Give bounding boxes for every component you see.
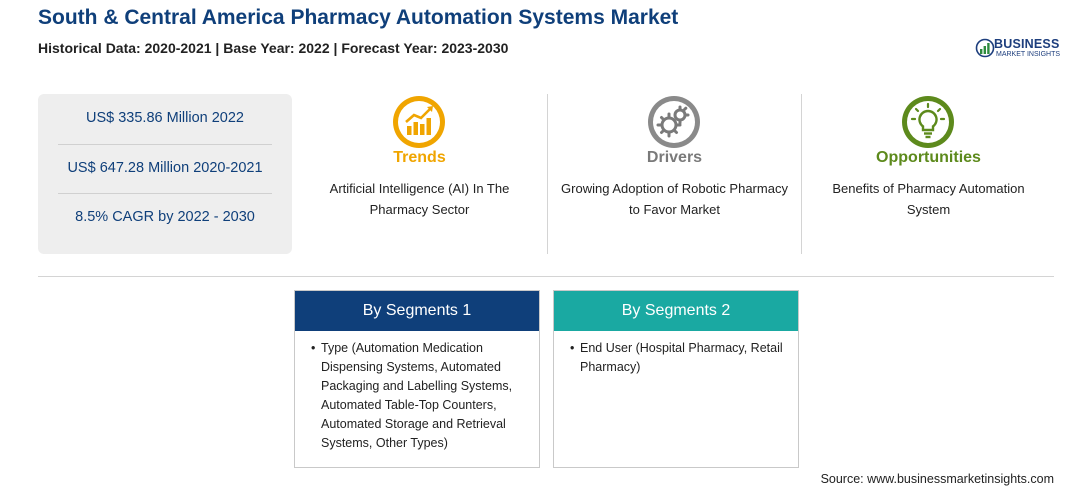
column-divider <box>801 94 802 254</box>
brand-logo: BUSINESS MARKET INSIGHTS <box>975 36 1061 62</box>
segment-1-heading: By Segments 1 <box>295 291 539 331</box>
page-subtitle: Historical Data: 2020-2021 | Base Year: … <box>38 40 509 56</box>
stat-divider <box>58 144 272 145</box>
segment-card-2: By Segments 2 • End User (Hospital Pharm… <box>553 290 799 468</box>
segment-1-body: • Type (Automation Medication Dispensing… <box>295 331 539 453</box>
page-title: South & Central America Pharmacy Automat… <box>38 6 679 29</box>
stat-market-size-historical: US$ 647.28 Million 2020-2021 <box>67 160 263 176</box>
trends-heading: Trends <box>393 149 446 166</box>
stat-divider <box>58 193 272 194</box>
segment-2-text: End User (Hospital Pharmacy, Retail Phar… <box>580 341 783 374</box>
stat-market-size-2022: US$ 335.86 Million 2022 <box>86 110 244 126</box>
trends-text: Artificial Intelligence (AI) In The Phar… <box>329 181 510 217</box>
gears-icon <box>648 96 700 148</box>
bullet-icon: • <box>570 341 575 355</box>
stat-cagr: 8.5% CAGR by 2022 - 2030 <box>75 209 255 225</box>
opportunities-text: Benefits of Pharmacy Automation System <box>832 181 1025 217</box>
segment-2-body: • End User (Hospital Pharmacy, Retail Ph… <box>554 331 798 377</box>
market-stats-panel: US$ 335.86 Million 2022 US$ 647.28 Milli… <box>38 94 292 254</box>
trend-chart-icon <box>393 96 445 148</box>
logo-icon <box>975 38 995 58</box>
column-divider <box>547 94 548 254</box>
drivers-text: Growing Adoption of Robotic Pharmacy to … <box>561 181 788 217</box>
logo-wordmark: BUSINESS <box>994 37 1060 51</box>
source-citation: Source: www.businessmarketinsights.com <box>820 472 1054 486</box>
bullet-icon: • <box>311 341 316 355</box>
segment-card-1: By Segments 1 • Type (Automation Medicat… <box>294 290 540 468</box>
section-divider <box>38 276 1054 277</box>
lightbulb-icon <box>902 96 954 148</box>
opportunities-heading: Opportunities <box>876 149 981 166</box>
segment-2-heading: By Segments 2 <box>554 291 798 331</box>
drivers-heading: Drivers <box>646 149 703 166</box>
logo-tagline: MARKET INSIGHTS <box>996 51 1061 58</box>
segment-1-text: Type (Automation Medication Dispensing S… <box>321 341 513 450</box>
